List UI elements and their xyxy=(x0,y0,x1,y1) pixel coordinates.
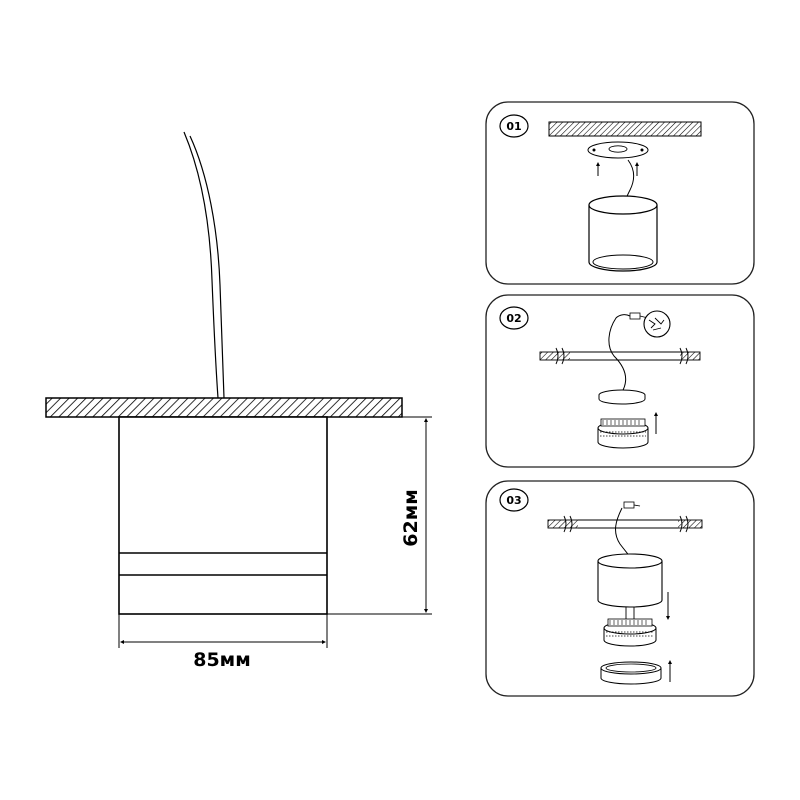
wire-connector xyxy=(629,312,641,320)
step-number: 01 xyxy=(506,120,521,133)
wire-connector xyxy=(623,501,635,509)
width-dimension: 85мм xyxy=(118,614,328,671)
break-mark-left xyxy=(563,515,573,533)
lamp-opening xyxy=(592,254,654,270)
step-number: 02 xyxy=(506,312,521,325)
lamp-body xyxy=(597,561,663,608)
step-panel-03: 03 xyxy=(485,480,755,697)
lamp-body xyxy=(588,205,658,272)
break-mark-right xyxy=(679,347,689,365)
cable xyxy=(608,314,631,393)
step-badge xyxy=(499,114,529,138)
main-drawing: 62мм 85мм xyxy=(45,131,432,671)
step-panel-01: 01 xyxy=(485,101,755,285)
break-mark-right xyxy=(679,515,689,533)
cable-second-wire xyxy=(189,135,225,399)
detail-magnifier-icon xyxy=(643,310,671,338)
step-panel-02: 02 xyxy=(485,294,755,468)
height-label: 62мм xyxy=(400,489,422,547)
width-label: 85мм xyxy=(193,649,251,671)
ceiling-slab xyxy=(45,397,403,418)
step-number: 03 xyxy=(506,494,521,507)
height-dimension: 62мм xyxy=(327,416,432,615)
step-badge xyxy=(499,488,529,512)
ceiling-slab xyxy=(548,121,702,137)
cable xyxy=(183,131,219,399)
lamp-body xyxy=(118,416,328,615)
break-mark-left xyxy=(555,347,565,365)
step-badge xyxy=(499,306,529,330)
